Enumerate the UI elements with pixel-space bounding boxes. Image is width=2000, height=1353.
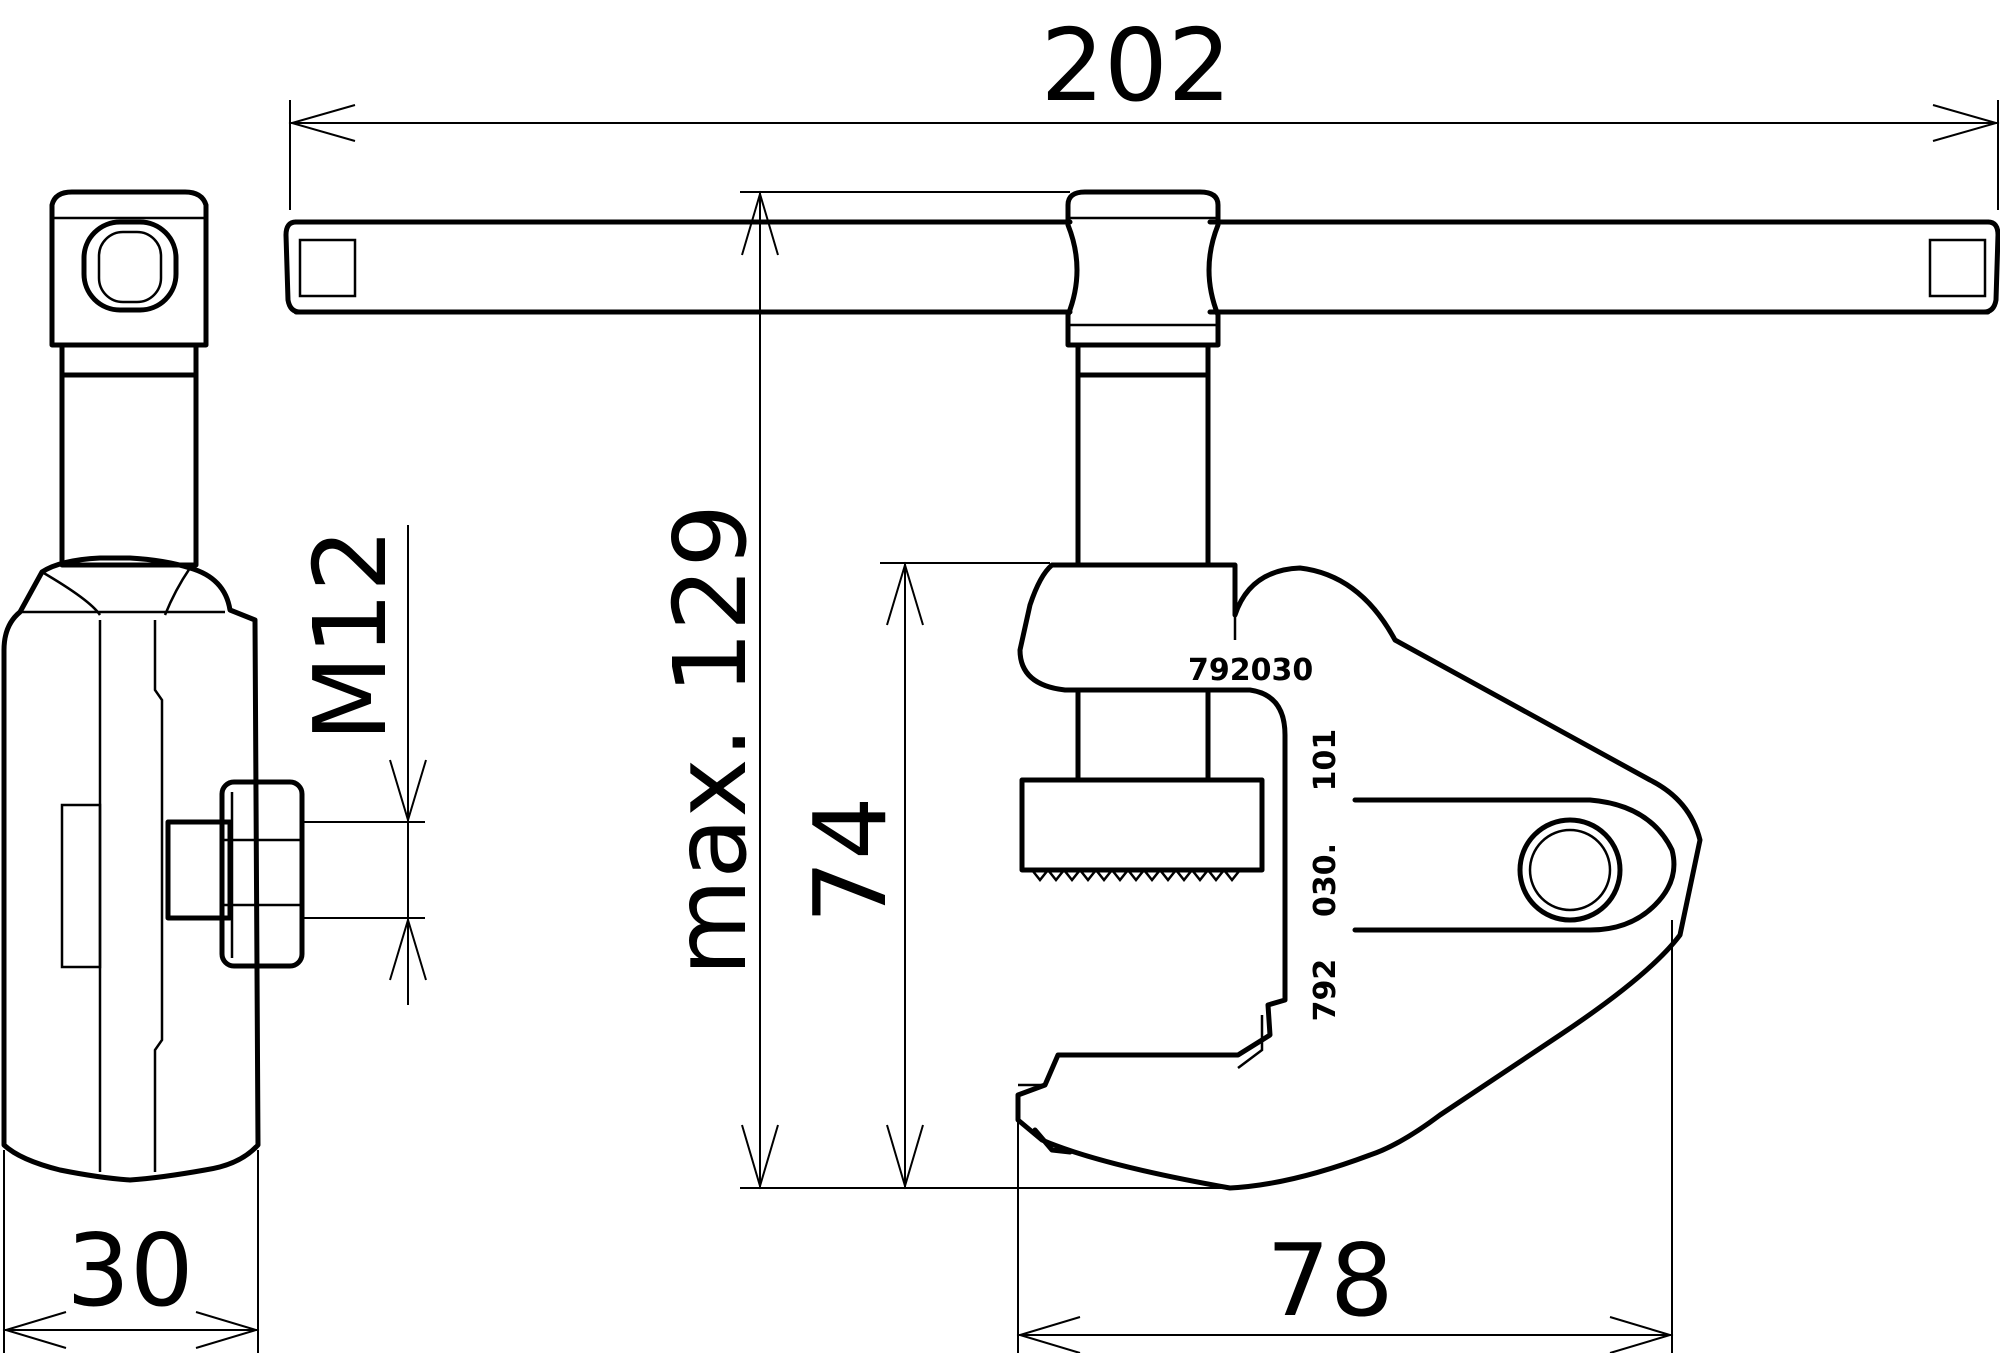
dimension-74 [880,561,1050,1190]
dimension-78 [1016,920,1674,1353]
marking-top: 792030 [1188,653,1313,688]
dimension-m12-label: M12 [292,528,409,742]
dimension-m12 [302,525,427,1005]
dimension-max-129 [740,190,1230,1190]
marking-side-1: 101 [1308,729,1343,792]
dimension-202 [288,100,2000,210]
front-view [283,189,2000,1191]
dimension-max-129-label: max. 129 [652,504,769,976]
side-view [1,189,305,1183]
dimension-30 [2,1150,260,1353]
marking-side-3: 792 [1308,959,1343,1022]
dimension-74-label: 74 [792,796,909,923]
marking-side-2: 030. [1308,843,1343,917]
dimension-202-label: 202 [1041,7,1232,124]
dimension-78-label: 78 [1266,1222,1393,1339]
dimension-30-label: 30 [66,1212,193,1329]
